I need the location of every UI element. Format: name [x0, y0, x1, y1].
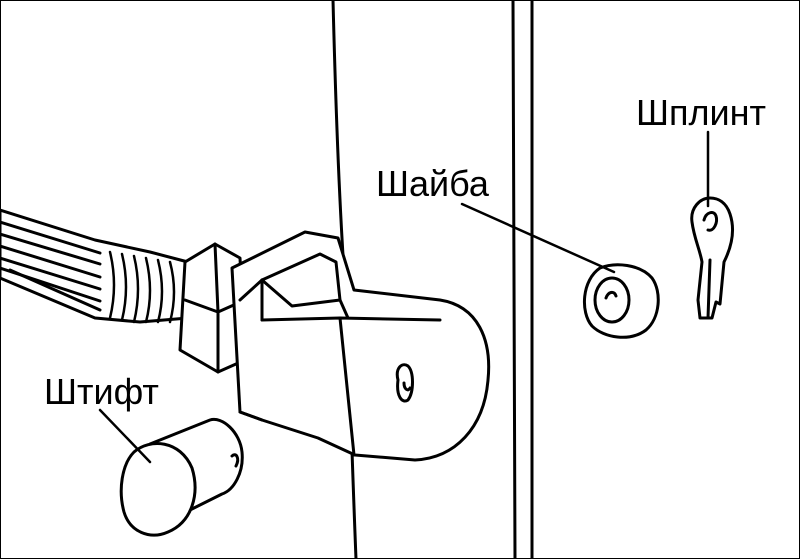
cotter-pin-shape — [690, 196, 734, 320]
clevis-body — [230, 230, 491, 462]
clevis-slot — [260, 252, 342, 308]
panel-edge-middle — [511, 0, 517, 559]
pin-label: Штифт — [44, 371, 159, 412]
clevis-fork — [230, 230, 491, 462]
push-rod — [0, 208, 190, 324]
rod-thread — [108, 250, 176, 324]
pin-leader — [98, 408, 152, 464]
washer-leader — [460, 202, 616, 274]
pin-shape — [119, 417, 244, 537]
washer-shape — [582, 263, 660, 339]
cotter-pin-label: Шплинт — [636, 92, 766, 133]
leader-lines — [98, 130, 710, 464]
door-panel-lines — [331, 0, 534, 559]
washer-label: Шайба — [376, 163, 489, 204]
lock-nut — [178, 242, 247, 374]
